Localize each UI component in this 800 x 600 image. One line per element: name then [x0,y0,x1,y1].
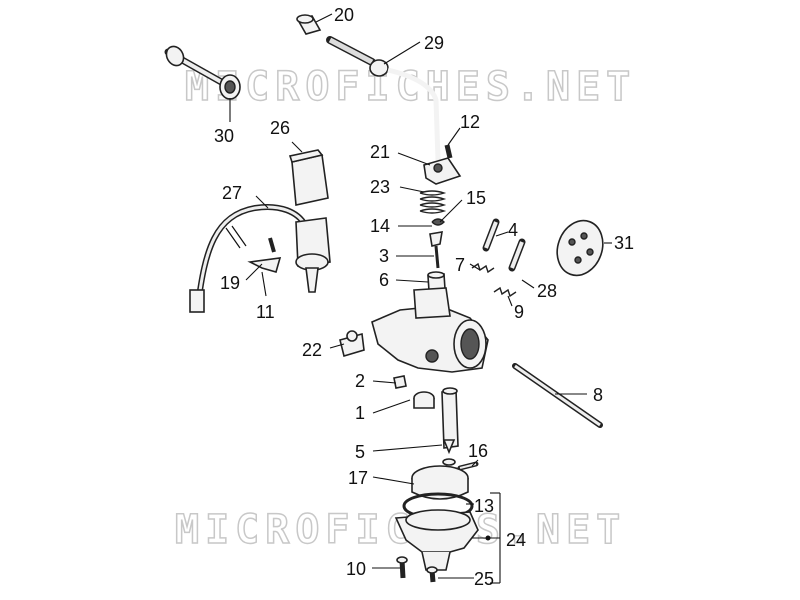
part-2-jet [393,375,407,389]
watermark-top: MICROFICHES.NET [185,64,636,110]
callout-9: 9 [514,302,524,322]
part-21-lever [423,144,462,185]
callout-5: 5 [355,442,365,462]
part-26-cover [288,149,329,206]
part-22-fitting [339,330,365,358]
part-24-float-bowl [394,509,479,571]
callout-15: 15 [466,188,486,208]
callout-27: 27 [222,183,242,203]
callout-14: 14 [370,216,390,236]
callout-25: 25 [474,569,494,589]
part-23-spring [419,190,447,214]
callout-22: 22 [302,340,322,360]
part-29-cable-adjuster [326,36,441,161]
callout-3: 3 [379,246,389,266]
leader-lines [229,13,612,584]
part-28-9-screw-spring [493,238,526,298]
callout-17: 17 [348,468,368,488]
callout-31: 31 [614,233,634,253]
callout-2: 2 [355,371,365,391]
part-8-hose [512,363,603,428]
part-10-screw [396,556,408,579]
callout-26: 26 [270,118,290,138]
callout-labels: 20 29 30 26 12 21 23 15 27 14 4 31 3 7 1… [214,5,634,589]
part-4-7-screw-spring [471,218,500,274]
callout-20: 20 [334,5,354,25]
part-30-idle-screw [164,45,241,100]
callout-6: 6 [379,270,389,290]
part-15-14-clip-needle [429,218,445,269]
part-1-emulsion-tube [413,387,459,449]
part-27-electric-choke [189,204,331,313]
part-20-cap [296,14,322,35]
part-25-screw [426,566,438,583]
part-carburettor-body [371,287,489,373]
callout-1: 1 [355,403,365,423]
part-17-float [411,465,469,500]
callout-8: 8 [593,385,603,405]
callout-11: 11 [256,302,275,322]
watermark-bottom: MICROFICHES.NET [175,507,626,553]
callout-7: 7 [455,255,465,275]
callout-24: 24 [506,530,526,550]
callout-10: 10 [346,559,366,579]
callout-23: 23 [370,177,390,197]
callout-30: 30 [214,126,234,146]
callout-13: 13 [474,496,494,516]
callout-4: 4 [508,220,518,240]
callout-21: 21 [370,142,390,162]
callout-29: 29 [424,33,444,53]
callout-28: 28 [537,281,557,301]
part-5-float-needle [442,439,456,466]
callout-16: 16 [468,441,488,461]
part-31-diaphragm [556,219,604,277]
callout-12: 12 [460,112,480,132]
part-19-11-bracket [247,237,282,273]
callout-19: 19 [220,273,240,293]
